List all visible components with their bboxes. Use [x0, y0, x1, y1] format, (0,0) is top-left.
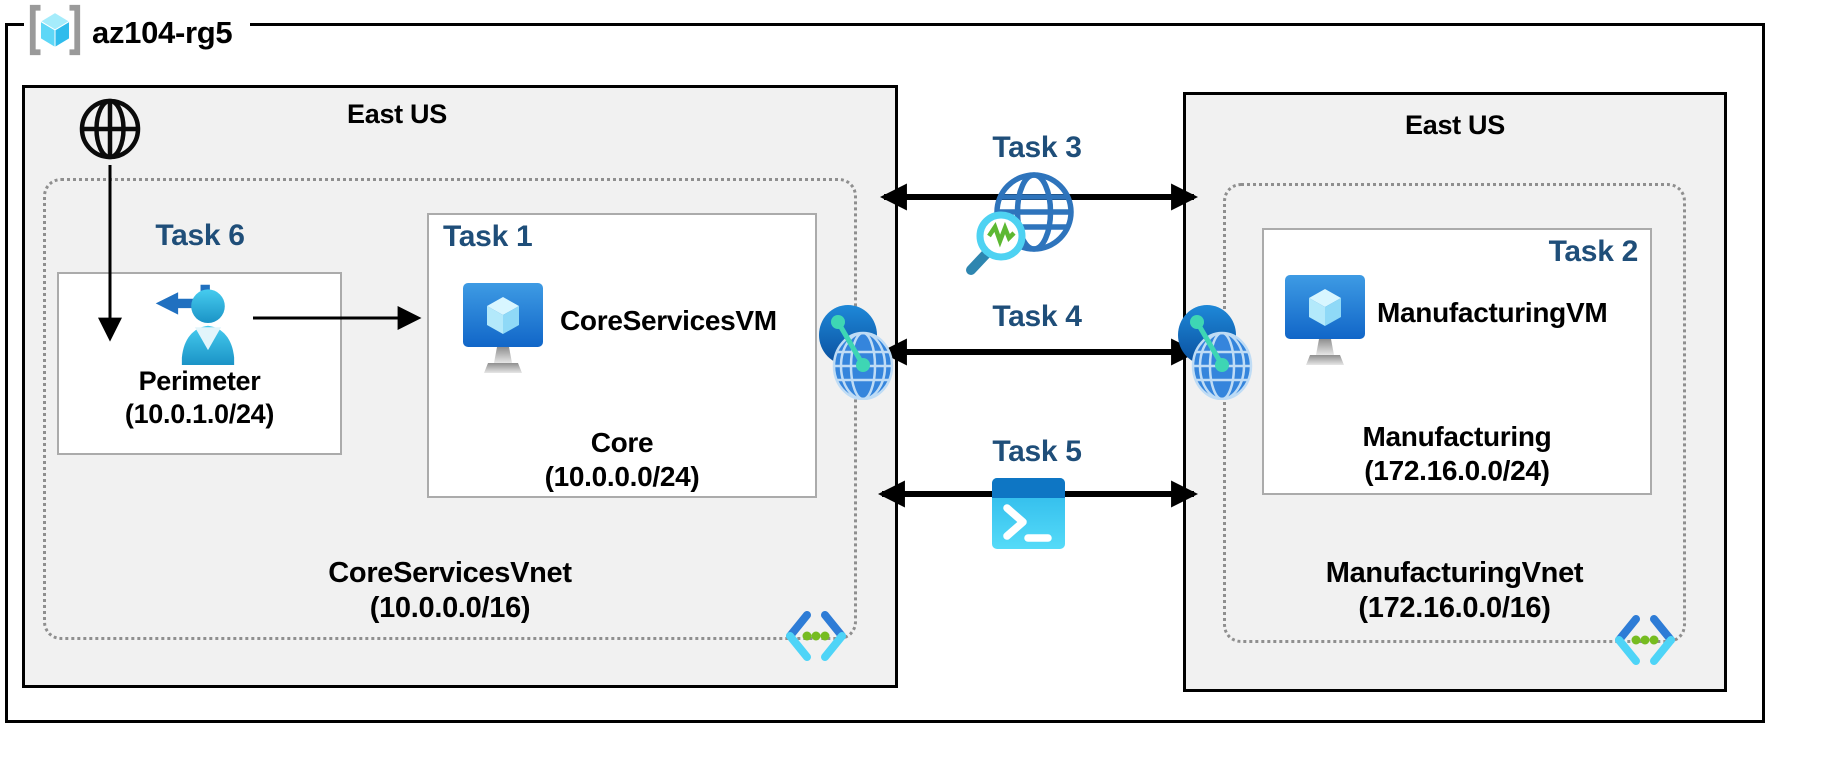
task1-label: Task 1: [443, 220, 533, 253]
manufacturing-subnet-cidr: (172.16.0.0/24): [1364, 455, 1550, 486]
virtual-network-icon: [1615, 615, 1675, 665]
perimeter-subnet-cidr: (10.0.1.0/24): [124, 399, 275, 429]
task3-label: Task 3: [992, 131, 1082, 164]
manufacturing-subnet-name: Manufacturing: [1362, 421, 1552, 452]
perimeter-subnet-name: Perimeter: [138, 366, 261, 396]
region-label-right: East US: [1405, 110, 1505, 140]
region-label-left: East US: [347, 99, 447, 129]
virtual-network-icon: [786, 611, 846, 661]
task5-label: Task 5: [992, 435, 1082, 468]
network-peering-icon: [1178, 305, 1253, 400]
user-sign-in-icon: [155, 284, 235, 365]
resource-group-frame: [5, 23, 1765, 723]
manufacturing-vnet-name: ManufacturingVnet: [1325, 557, 1584, 589]
task2-label: Task 2: [1548, 235, 1639, 268]
task4-label: Task 4: [992, 300, 1082, 333]
core-subnet-box: [427, 213, 817, 498]
cloud-shell-icon: [992, 478, 1065, 549]
resource-group-icon: [29, 4, 81, 56]
core-subnet-name: Core: [590, 427, 654, 458]
manufacturing-vnet-cidr: (172.16.0.0/16): [1358, 592, 1551, 624]
virtual-machine-icon: [1285, 275, 1365, 365]
task6-label: Task 6: [155, 219, 245, 252]
resource-group-label: az104-rg5: [92, 15, 233, 50]
internet-globe-icon: [79, 98, 141, 160]
coreservices-vnet-name: CoreServicesVnet: [328, 557, 572, 589]
vnet-boundary-manufacturing: [1223, 183, 1686, 643]
core-subnet-cidr: (10.0.0.0/24): [544, 461, 700, 492]
coreservices-vnet-cidr: (10.0.0.0/16): [369, 592, 531, 624]
frame-label-gap: [24, 19, 250, 30]
network-peering-icon: [819, 305, 894, 400]
manufacturing-vm-label: ManufacturingVM: [1377, 297, 1608, 328]
network-watcher-icon: [966, 172, 1074, 275]
vnet-boundary-coreservices: [43, 178, 857, 640]
coreservices-vm-label: CoreServicesVM: [560, 305, 777, 336]
virtual-machine-icon: [463, 283, 543, 373]
